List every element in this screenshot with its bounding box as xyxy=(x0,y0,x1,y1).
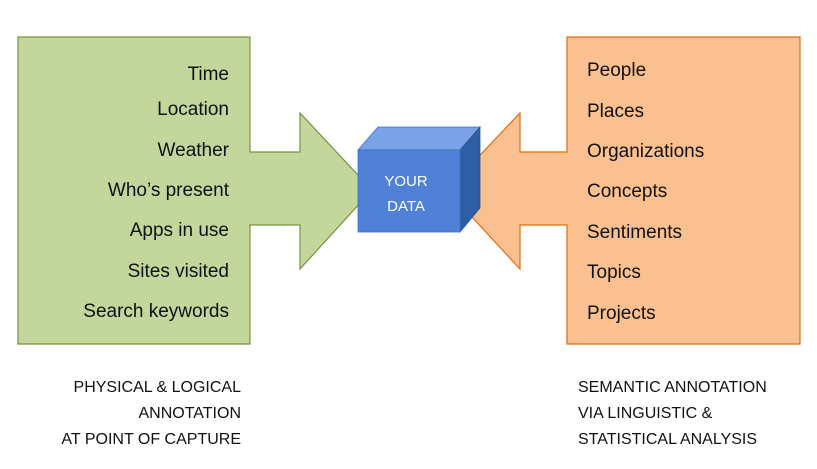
left-caption: PHYSICAL & LOGICAL ANNOTATION AT POINT O… xyxy=(61,375,241,453)
left-item-apps-in-use: Apps in use xyxy=(130,220,229,241)
right-annotation-arrow xyxy=(446,36,801,345)
left-item-time: Time xyxy=(187,64,229,85)
cube-label-line-1: YOUR xyxy=(384,173,428,190)
right-item-concepts: Concepts xyxy=(587,181,667,202)
right-caption: SEMANTIC ANNOTATION VIA LINGUISTIC & STA… xyxy=(578,375,767,453)
right-item-sentiments: Sentiments xyxy=(587,222,682,243)
left-item-sites-visited: Sites visited xyxy=(128,261,229,282)
right-caption-line-2: VIA LINGUISTIC & xyxy=(578,405,713,422)
right-item-projects: Projects xyxy=(587,303,656,324)
left-caption-line-1: PHYSICAL & LOGICAL xyxy=(73,379,241,396)
right-caption-line-3: STATISTICAL ANALYSIS xyxy=(578,431,758,448)
left-item-search-keywords: Search keywords xyxy=(83,301,229,322)
left-caption-line-3: AT POINT OF CAPTURE xyxy=(61,431,241,448)
left-item-whos-present: Who’s present xyxy=(108,180,230,201)
right-item-people: People xyxy=(587,60,646,81)
right-item-organizations: Organizations xyxy=(587,141,704,162)
right-caption-line-1: SEMANTIC ANNOTATION xyxy=(578,379,767,396)
right-item-places: Places xyxy=(587,101,644,122)
cube-front-face xyxy=(357,149,461,233)
left-item-weather: Weather xyxy=(158,140,230,161)
right-item-list: People Places Organizations Concepts Sen… xyxy=(587,60,704,324)
cube-top-face xyxy=(357,126,481,151)
left-item-list: Time Location Weather Who’s present Apps… xyxy=(83,64,229,322)
left-item-location: Location xyxy=(157,99,229,120)
cube-label-line-2: DATA xyxy=(387,198,425,215)
left-annotation-arrow xyxy=(17,36,373,345)
right-item-topics: Topics xyxy=(587,262,641,283)
your-data-cube: YOUR DATA xyxy=(357,125,481,234)
left-caption-line-2: ANNOTATION xyxy=(138,405,241,422)
